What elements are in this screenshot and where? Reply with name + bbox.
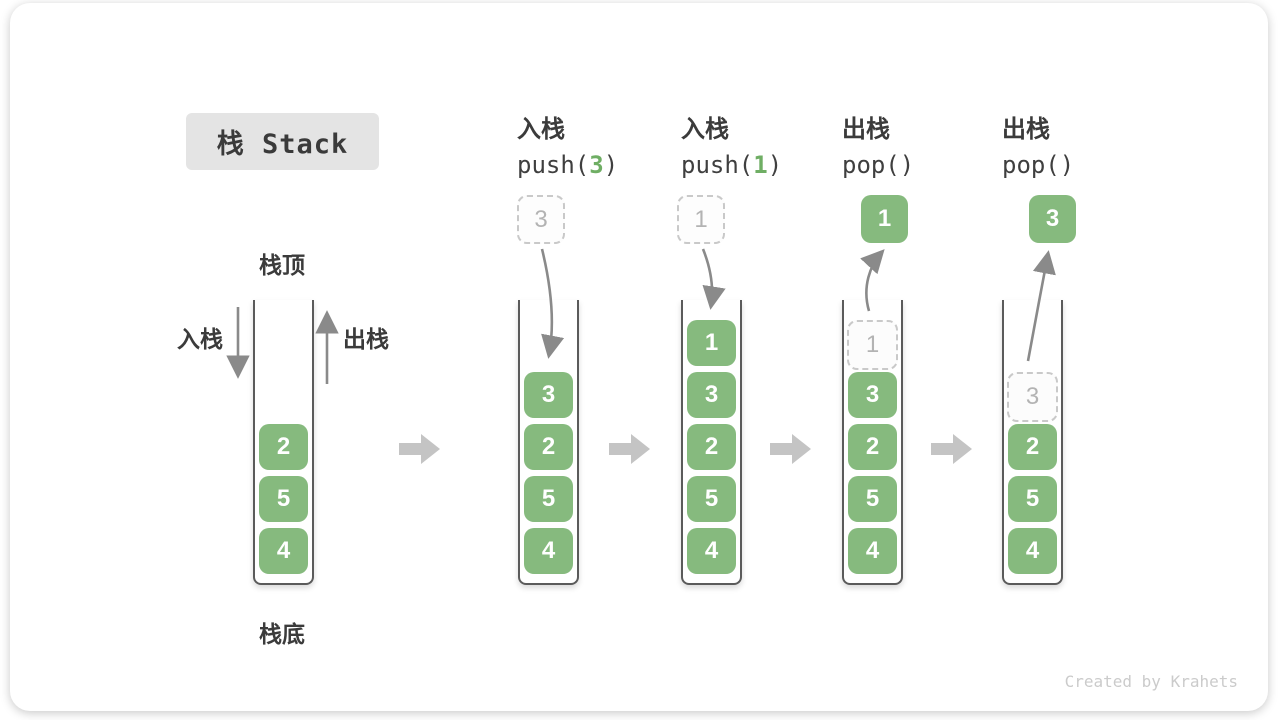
stack-container-after-pop-2: 3 2 5 4 [1002, 300, 1063, 585]
watermark: Created by Krahets [1064, 672, 1238, 691]
operation-header-pop-1: 出栈 pop() [842, 109, 982, 179]
stack-block: 5 [687, 476, 736, 522]
push-motion-arrow-icon [701, 248, 726, 310]
push-side-label: 入栈 [177, 326, 223, 352]
stack-container-after-pop-1: 1 3 2 5 4 [842, 300, 903, 585]
next-step-arrow-icon [931, 434, 972, 464]
operation-name: 入栈 [517, 116, 565, 143]
stack-block: 2 [524, 424, 573, 470]
stack-block: 5 [524, 476, 573, 522]
stack-block: 3 [687, 372, 736, 418]
stack-block: 4 [259, 528, 308, 574]
next-step-arrow-icon [609, 434, 650, 464]
next-step-arrow-icon [399, 434, 440, 464]
stack-top-label: 栈顶 [259, 252, 305, 278]
stack-container-after-push-1: 1 3 2 5 4 [681, 300, 742, 585]
stack-block: 2 [259, 424, 308, 470]
operation-code: pop() [1002, 151, 1075, 179]
operation-header-push-1: 入栈 push(1) [681, 109, 821, 179]
removed-block-ghost: 1 [847, 320, 898, 370]
stack-block: 2 [848, 424, 897, 470]
page-title: 栈 Stack [216, 129, 349, 160]
stack-block: 2 [687, 424, 736, 470]
operation-name: 出栈 [1002, 116, 1050, 143]
stack-container-initial: 2 5 4 [253, 300, 314, 585]
stack-block: 2 [1008, 424, 1057, 470]
stack-block: 1 [687, 320, 736, 366]
pop-side-label: 出栈 [343, 326, 389, 352]
popped-value-box: 1 [861, 195, 908, 243]
stack-block: 3 [848, 372, 897, 418]
stack-block: 4 [848, 528, 897, 574]
operation-code: pop() [842, 151, 915, 179]
operation-code: push(3) [517, 151, 619, 179]
stack-container-after-push-3: 3 2 5 4 [518, 300, 579, 585]
incoming-value-box: 3 [517, 195, 565, 244]
removed-block-ghost: 3 [1007, 372, 1058, 422]
stack-block: 5 [848, 476, 897, 522]
stack-block: 5 [259, 476, 308, 522]
next-step-arrow-icon [770, 434, 811, 464]
stack-bottom-label: 栈底 [259, 621, 305, 647]
operation-code: push(1) [681, 151, 783, 179]
diagram-card: 栈 Stack 栈顶 栈底 入栈 出栈 入栈 push(3) 入栈 push(1… [10, 3, 1268, 711]
incoming-value-box: 1 [677, 195, 725, 244]
operation-arg: 3 [589, 151, 604, 179]
operation-header-pop-2: 出栈 pop() [1002, 109, 1142, 179]
operation-header-push-3: 入栈 push(3) [517, 109, 657, 179]
operation-arg: 1 [753, 151, 768, 179]
operation-name: 入栈 [681, 116, 729, 143]
stack-block: 4 [687, 528, 736, 574]
stack-block: 4 [524, 528, 573, 574]
operation-name: 出栈 [842, 116, 890, 143]
popped-value-box: 3 [1029, 195, 1076, 243]
stack-block: 3 [524, 372, 573, 418]
title-box: 栈 Stack [186, 113, 379, 170]
stack-block: 5 [1008, 476, 1057, 522]
stack-block: 4 [1008, 528, 1057, 574]
